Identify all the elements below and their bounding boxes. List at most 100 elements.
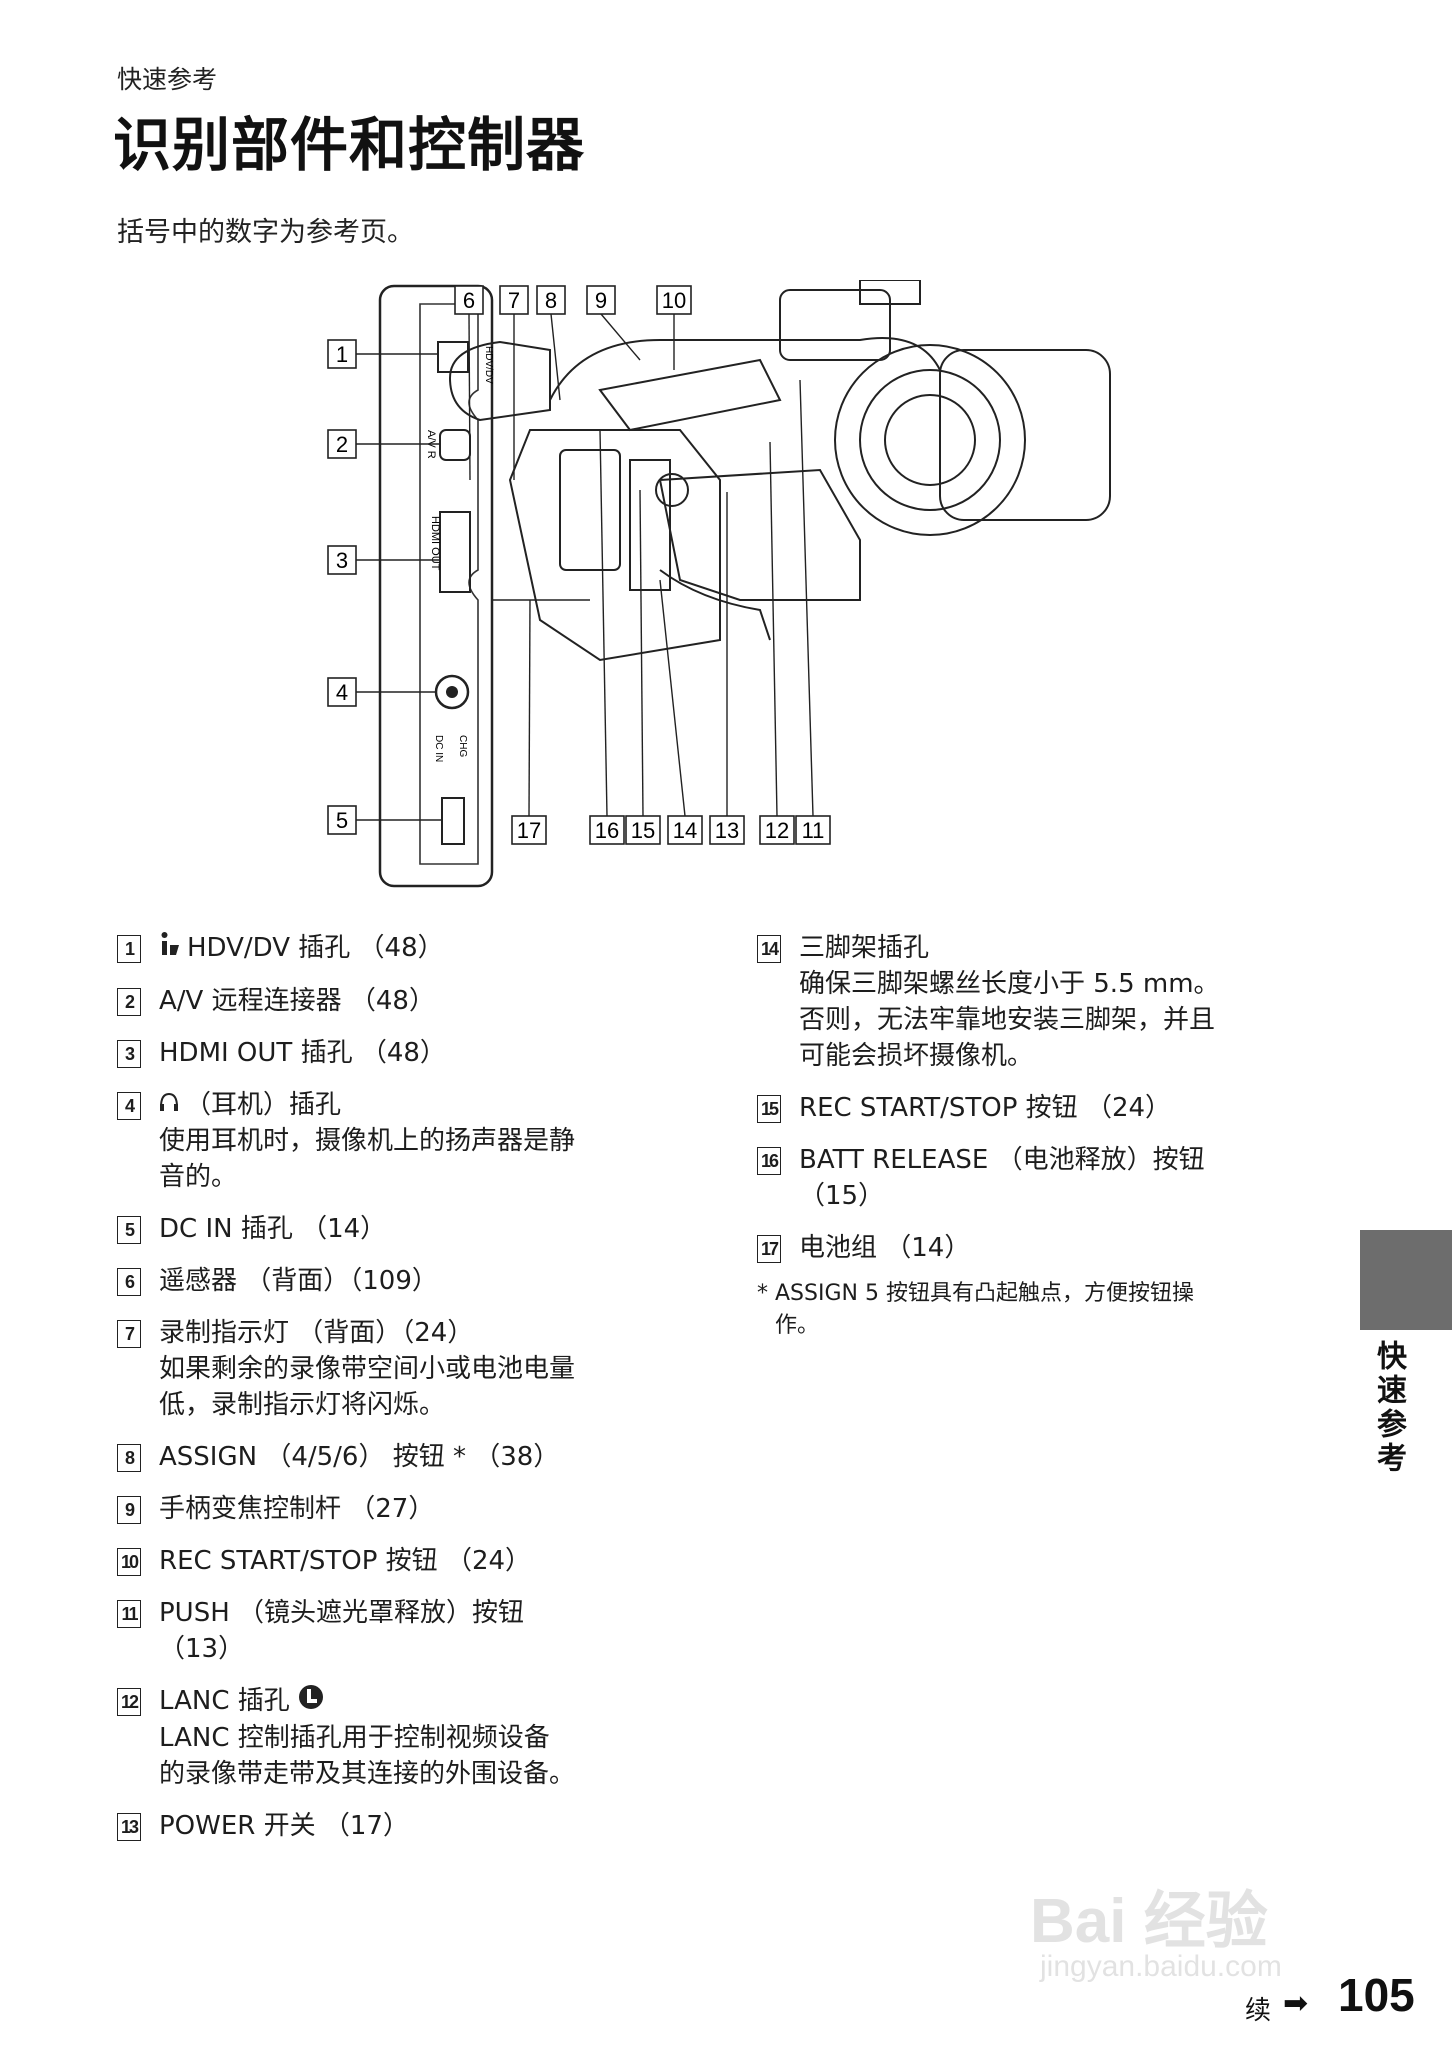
item-detail: 音的。 (159, 1162, 238, 1192)
item-number: 4 (117, 1091, 141, 1120)
svg-text:6: 6 (463, 288, 475, 313)
hdmi-port (439, 511, 471, 593)
item-text: PUSH （镜头遮光罩释放）按钮 (159, 1598, 525, 1628)
baidu-watermark: Bai 经验 (1030, 1887, 1268, 1956)
item-detail: 的录像带走带及其连接的外围设备。 (159, 1758, 576, 1789)
item-number: 15 (757, 1095, 781, 1123)
item-number: 10 (117, 1548, 141, 1576)
lanc-icon (298, 1684, 324, 1720)
camcorder-diagram: HDV/DV A/V R HDMI OUT DC IN CHG 1 2 3 4 … (327, 280, 1111, 888)
baidu-watermark-url: jingyan.baidu.com (1040, 1950, 1282, 1983)
svg-text:14: 14 (673, 818, 697, 843)
svg-text:HDV/DV: HDV/DV (483, 346, 494, 384)
footnote-text: ASSIGN 5 按钮具有凸起触点，方便按钮操 (775, 1281, 1194, 1306)
item-text: BATT RELEASE （电池释放）按钮 (799, 1145, 1205, 1175)
svg-text:4: 4 (336, 680, 348, 705)
svg-text:1: 1 (336, 342, 348, 367)
item-detail: 如果剩余的录像带空间小或电池电量 (159, 1354, 576, 1384)
list-item: 14 三脚架插孔 确保三脚架螺丝长度小于 5.5 mm。 否则，无法牢靠地安装三… (757, 930, 1317, 1074)
item-number: 12 (117, 1688, 141, 1716)
item-text: POWER 开关 （17） (159, 1810, 409, 1841)
item-number: 13 (117, 1812, 141, 1841)
ilink-icon (159, 931, 181, 967)
item-number: 9 (117, 1496, 141, 1524)
svg-text:17: 17 (517, 818, 541, 843)
camcorder-body (448, 280, 1111, 662)
page-number: 105 (1338, 1969, 1415, 2021)
item-number: 2 (117, 987, 141, 1016)
dc-in-port (441, 797, 465, 845)
section-kicker: 快速参考 (117, 65, 218, 94)
item-text: 遥感器 （背面）（109） (159, 1266, 438, 1296)
item-text: A/V 远程连接器 （48） (159, 985, 435, 1016)
item-number: 1 (117, 935, 141, 963)
list-item: 16 BATT RELEASE （电池释放）按钮 （15） (757, 1142, 1317, 1214)
item-text: DC IN 插孔 （14） (159, 1214, 387, 1244)
item-list-left: 1 HDV/DV 插孔 （48） 2 A/V 远程连接器 （48） 3 HDMI… (117, 930, 717, 1860)
svg-text:10: 10 (662, 288, 686, 313)
page-title: 识别部件和控制器 (113, 111, 586, 179)
side-tab-block (1360, 1230, 1452, 1330)
item-number: 3 (117, 1039, 141, 1068)
svg-text:2: 2 (336, 432, 348, 457)
intro-text: 括号中的数字为参考页。 (117, 217, 414, 248)
connector-panel (378, 284, 494, 888)
item-detail: LANC 控制插孔用于控制视频设备 (159, 1722, 550, 1753)
item-number: 8 (117, 1444, 141, 1472)
item-text: 手柄变焦控制杆 （27） (159, 1494, 435, 1524)
item-text: REC START/STOP 按钮 （24） (799, 1093, 1172, 1123)
arrow-right-icon: ➡ (1283, 1986, 1309, 2021)
item-number: 17 (757, 1235, 781, 1263)
headphone-icon (159, 1087, 179, 1123)
item-text: ASSIGN （4/5/6） 按钮 * （38） (159, 1442, 560, 1472)
svg-text:3: 3 (336, 548, 348, 573)
list-item: 8 ASSIGN （4/5/6） 按钮 * （38） (117, 1439, 717, 1475)
hdv-dv-port (437, 341, 469, 373)
footnote-text: 作。 (775, 1313, 820, 1338)
list-item: 9 手柄变焦控制杆 （27） (117, 1491, 717, 1527)
svg-text:15: 15 (631, 818, 655, 843)
svg-text:16: 16 (595, 818, 619, 843)
svg-text:9: 9 (595, 288, 607, 313)
item-text: 三脚架插孔 (799, 933, 930, 963)
svg-text:HDMI OUT: HDMI OUT (429, 516, 441, 571)
list-item: 2 A/V 远程连接器 （48） (117, 983, 717, 1019)
item-text: 电池组 （14） (799, 1233, 971, 1263)
list-item: 13 POWER 开关 （17） (117, 1808, 717, 1844)
item-number: 7 (117, 1320, 141, 1348)
list-item: 7 录制指示灯 （背面）（24） 如果剩余的录像带空间小或电池电量 低，录制指示… (117, 1315, 717, 1423)
item-detail: （13） (159, 1634, 245, 1664)
item-text: HDV/DV 插孔 （48） (187, 933, 444, 963)
svg-text:CHG: CHG (457, 735, 468, 757)
list-item: 1 HDV/DV 插孔 （48） (117, 930, 717, 967)
item-list-right: 14 三脚架插孔 确保三脚架螺丝长度小于 5.5 mm。 否则，无法牢靠地安装三… (757, 930, 1317, 1342)
list-item: 15 REC START/STOP 按钮 （24） (757, 1090, 1317, 1126)
item-number: 5 (117, 1216, 141, 1244)
side-tab-label: 快速参考 (1371, 1340, 1406, 1476)
item-number: 16 (757, 1147, 781, 1175)
item-text: REC START/STOP 按钮 （24） (159, 1546, 532, 1576)
svg-text:DC IN: DC IN (433, 735, 444, 762)
list-item: 4 （耳机）插孔 使用耳机时，摄像机上的扬声器是静 音的。 (117, 1087, 717, 1196)
svg-text:12: 12 (765, 818, 789, 843)
list-item: 12 LANC 插孔 LANC 控制插孔用于控制视频设备 的录像带走带及其连接的… (117, 1683, 717, 1792)
svg-text:8: 8 (545, 288, 557, 313)
av-r-port (439, 429, 471, 461)
item-number: 6 (117, 1268, 141, 1296)
list-item: 3 HDMI OUT 插孔 （48） (117, 1035, 717, 1071)
footnote: * ASSIGN 5 按钮具有凸起触点，方便按钮操 作。 (757, 1278, 1317, 1342)
svg-text:5: 5 (336, 808, 348, 833)
svg-text:13: 13 (715, 818, 739, 843)
item-number: 14 (757, 935, 781, 963)
item-detail: 否则，无法牢靠地安装三脚架，并且 (799, 1005, 1216, 1035)
item-text: LANC 插孔 (159, 1686, 290, 1716)
item-detail: 可能会损坏摄像机。 (799, 1041, 1034, 1071)
list-item: 5 DC IN 插孔 （14） (117, 1211, 717, 1247)
continued-label: 续 (1245, 1996, 1272, 2026)
list-item: 11 PUSH （镜头遮光罩释放）按钮 （13） (117, 1595, 717, 1667)
item-text: （耳机）插孔 (185, 1089, 342, 1120)
footnote-marker: * (757, 1281, 768, 1306)
item-detail: 确保三脚架螺丝长度小于 5.5 mm。 (799, 969, 1220, 999)
item-text: HDMI OUT 插孔 （48） (159, 1037, 446, 1068)
item-detail: （15） (799, 1181, 885, 1211)
